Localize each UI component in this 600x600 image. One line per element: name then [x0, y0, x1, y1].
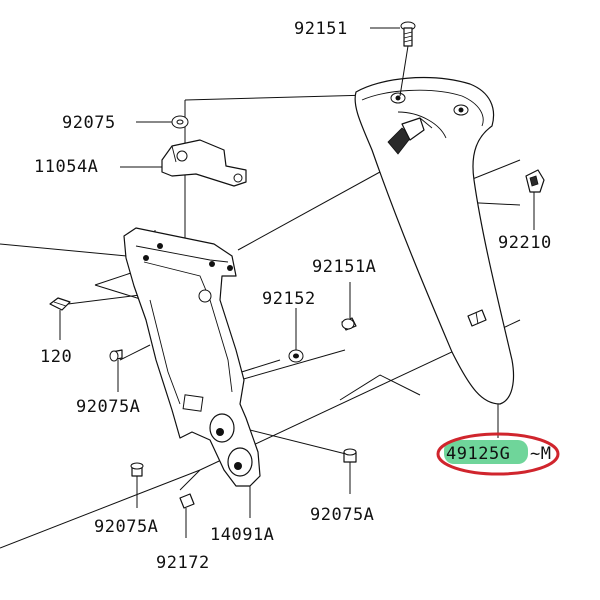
screw-92172-icon — [179, 493, 195, 538]
part-labels: 92151 92075 11054A 92210 92151A 92152 12… — [34, 19, 552, 573]
label-92210: 92210 — [498, 233, 552, 253]
grommet-92075A-bottom-right-icon — [343, 448, 357, 494]
label-92075A-bottom-left: 92075A — [94, 517, 158, 537]
fasteners — [49, 21, 499, 538]
label-14091A: 14091A — [210, 525, 274, 545]
washer-92075-icon — [171, 115, 189, 129]
label-92075-top: 92075 — [62, 113, 116, 133]
label-92075A-left: 92075A — [76, 397, 140, 417]
screw-92151A-icon — [341, 282, 357, 331]
label-49125G-suffix: ~M — [530, 444, 551, 464]
cowl-panel-part — [354, 76, 515, 405]
label-120: 120 — [40, 347, 72, 367]
bolt-92151-icon — [399, 21, 416, 97]
label-49125G: 49125G — [446, 444, 510, 464]
label-92151: 92151 — [294, 19, 348, 39]
clip-92210-part — [525, 169, 545, 230]
stay-14091A-part — [123, 227, 261, 487]
bracket-11054A-part — [161, 139, 247, 187]
label-92172: 92172 — [156, 553, 210, 573]
collar-92152-icon — [288, 308, 304, 363]
label-92075A-bottom-right: 92075A — [310, 505, 374, 525]
grommet-92075A-bottom-left-icon — [130, 462, 144, 508]
label-11054A: 11054A — [34, 157, 98, 177]
label-92152: 92152 — [262, 289, 316, 309]
grommet-92075A-left-icon — [109, 349, 123, 392]
bolt-120-icon — [49, 297, 71, 340]
highlight-49125G — [436, 432, 560, 476]
label-92151A: 92151A — [312, 257, 376, 277]
highlight-fill — [444, 440, 528, 464]
label-leaders — [120, 27, 400, 168]
red-circle-marker — [436, 432, 560, 476]
